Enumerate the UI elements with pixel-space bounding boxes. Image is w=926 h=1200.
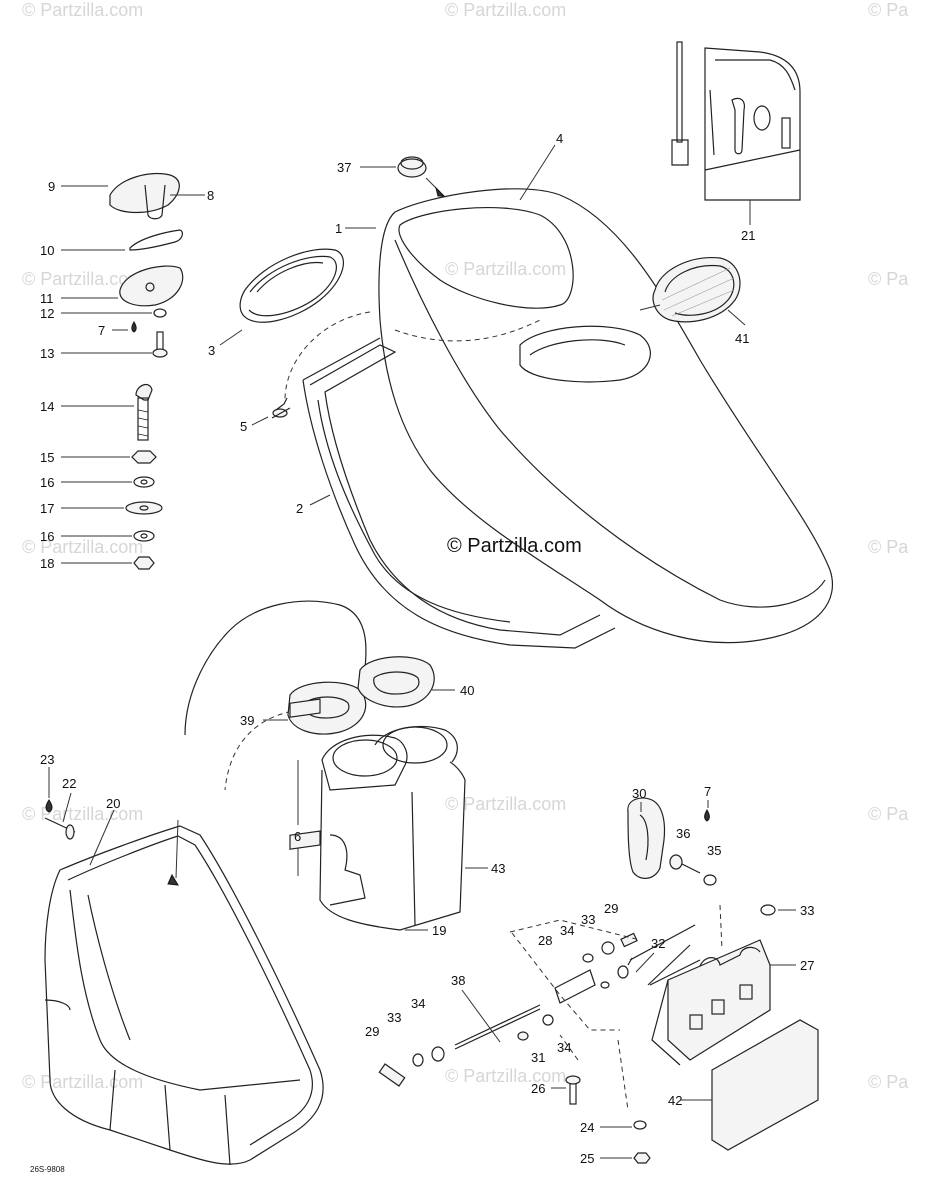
seat-base-tray[interactable]	[284, 311, 616, 649]
watermark: © Partzilla.com	[22, 804, 143, 824]
callout-43: 43	[491, 861, 505, 876]
callout-17: 17	[40, 501, 54, 516]
watermark: © Pa	[868, 269, 909, 289]
plate-42[interactable]	[711, 1019, 819, 1151]
callout-23: 23	[40, 752, 54, 767]
rod-hardware[interactable]	[378, 904, 723, 1164]
callout-34-bottom: 34	[557, 1040, 571, 1055]
center-watermark: © Partzilla.com	[447, 535, 582, 557]
latch-hardware[interactable]	[109, 172, 184, 570]
callout-8: 8	[207, 188, 214, 203]
hinge-plate[interactable]	[627, 924, 771, 1066]
callout-26: 26	[531, 1081, 545, 1096]
callout-32: 32	[651, 936, 665, 951]
tool-kit[interactable]	[671, 41, 801, 201]
callout-10: 10	[40, 243, 54, 258]
callout-7-right: 7	[704, 784, 711, 799]
callout-30: 30	[632, 786, 646, 801]
watermark: © Partzilla.com	[445, 0, 566, 20]
callout-1: 1	[335, 221, 342, 236]
watermark-layer: © Partzilla.com © Partzilla.com © Pa © P…	[22, 0, 909, 1092]
watermark: © Partzilla.com	[445, 794, 566, 814]
watermark: © Partzilla.com	[22, 1072, 143, 1092]
callout-33-right: 33	[800, 903, 814, 918]
callout-12: 12	[40, 306, 54, 321]
callout-19: 19	[432, 923, 446, 938]
callout-33-mid: 33	[581, 912, 595, 927]
watermark: © Partzilla.com	[445, 1066, 566, 1086]
seal-ring[interactable]	[239, 248, 344, 323]
callout-41: 41	[735, 331, 749, 346]
callout-25: 25	[580, 1151, 594, 1166]
callout-labels: 37 4 1 9 8 10 11 12 7 13 14 15 16 17 16 …	[40, 131, 814, 1166]
callout-6: 6	[294, 829, 301, 844]
callout-2: 2	[296, 501, 303, 516]
callout-7-left: 7	[98, 323, 105, 338]
watermark: © Pa	[868, 537, 909, 557]
latch-assembly[interactable]	[627, 797, 776, 986]
callout-29-top: 29	[604, 901, 618, 916]
callout-18: 18	[40, 556, 54, 571]
grille-41[interactable]	[652, 257, 741, 323]
callout-31: 31	[531, 1050, 545, 1065]
push-rivet[interactable]	[44, 799, 76, 840]
callout-5: 5	[240, 419, 247, 434]
callout-3: 3	[208, 343, 215, 358]
diagram-code: 26S-9808	[30, 1165, 65, 1174]
watermark: © Partzilla.com	[22, 269, 143, 289]
storage-tray[interactable]	[44, 819, 324, 1166]
callout-14: 14	[40, 399, 54, 414]
callout-39: 39	[240, 713, 254, 728]
callout-38: 38	[451, 973, 465, 988]
callout-13: 13	[40, 346, 54, 361]
callout-15: 15	[40, 450, 54, 465]
callout-34-top: 34	[560, 923, 574, 938]
callout-22: 22	[62, 776, 76, 791]
callout-27: 27	[800, 958, 814, 973]
callout-37: 37	[337, 160, 351, 175]
callout-21: 21	[741, 228, 755, 243]
callout-16-a: 16	[40, 475, 54, 490]
watermark: © Partzilla.com	[445, 259, 566, 279]
callout-9: 9	[48, 179, 55, 194]
callout-35: 35	[707, 843, 721, 858]
callout-36: 36	[676, 826, 690, 841]
callout-24: 24	[580, 1120, 594, 1135]
callout-28: 28	[538, 933, 552, 948]
watermark: © Partzilla.com	[22, 537, 143, 557]
callout-4: 4	[556, 131, 563, 146]
callout-16-b: 16	[40, 529, 54, 544]
watermark: © Pa	[868, 0, 909, 20]
watermark: © Pa	[868, 1072, 909, 1092]
cap-37[interactable]	[397, 156, 446, 197]
callout-40: 40	[460, 683, 474, 698]
leader-lines	[48, 144, 796, 1159]
callout-29-bottom: 29	[365, 1024, 379, 1039]
storage-bins[interactable]	[184, 600, 466, 931]
callout-33-left: 33	[387, 1010, 401, 1025]
screw-5[interactable]	[271, 397, 291, 419]
callout-42: 42	[668, 1093, 682, 1108]
watermark: © Pa	[868, 804, 909, 824]
watermark: © Partzilla.com	[22, 0, 143, 20]
callout-34-left: 34	[411, 996, 425, 1011]
seat-assembly[interactable]	[378, 188, 834, 644]
callout-20: 20	[106, 796, 120, 811]
callout-11: 11	[40, 291, 54, 306]
